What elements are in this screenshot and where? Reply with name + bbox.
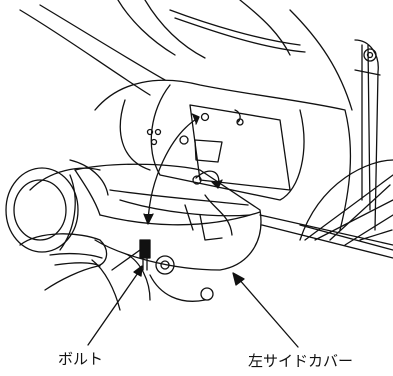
rear-shock: [354, 39, 381, 231]
left-side-cover: [74, 163, 262, 271]
engine-cover: [5, 167, 101, 253]
bolt-callout-arrow: [87, 265, 143, 346]
swing-arm: [259, 214, 393, 259]
rear-wheel: [299, 159, 393, 251]
removal-motion-arrow: [143, 113, 223, 225]
left-side-cover-label: 左サイドカバー: [248, 352, 354, 370]
lower-engine: [149, 255, 214, 302]
cover-callout-arrow: [232, 272, 299, 348]
hands: [19, 159, 151, 311]
bolt-icon: [139, 239, 151, 271]
frame-lines: [19, 0, 353, 111]
body-panel: [94, 79, 352, 231]
bolt-label: ボルト: [58, 350, 104, 368]
